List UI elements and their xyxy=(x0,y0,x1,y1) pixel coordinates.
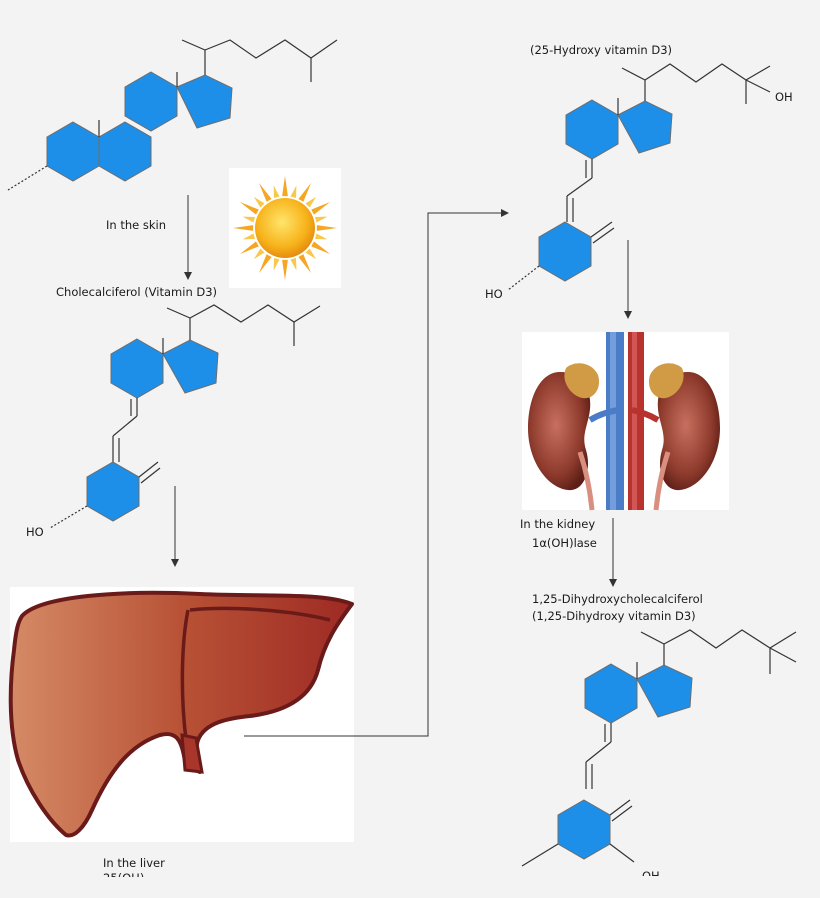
sun-ray xyxy=(259,183,272,202)
sun-ray xyxy=(311,202,330,215)
sun-ray xyxy=(315,216,328,223)
sun-ray xyxy=(316,225,337,231)
seven-dehydrocholesterol-structure xyxy=(7,39,338,191)
sun-ray xyxy=(273,185,280,198)
sun-ray xyxy=(233,225,254,231)
liver-enzyme-label-clipped: 25(OH) xyxy=(103,871,144,885)
ring-a xyxy=(557,799,611,860)
cholecalciferol-structure xyxy=(49,304,321,529)
sun-ray xyxy=(253,248,265,260)
hydroxy-d3-structure xyxy=(507,63,771,291)
ring-d xyxy=(162,339,219,394)
ring-b xyxy=(98,121,152,182)
sun-ray xyxy=(315,233,328,240)
in-liver-label: In the liver xyxy=(103,856,165,870)
sun-ray xyxy=(290,185,297,198)
sun-ray xyxy=(311,241,330,254)
ring-d xyxy=(617,100,673,154)
oh-bottom-clipped: OH xyxy=(642,869,660,883)
sun-ray xyxy=(240,202,259,215)
sun-ray xyxy=(242,233,255,240)
liver-to-hydroxy-arrow xyxy=(244,209,509,737)
sun-ray xyxy=(273,258,280,271)
sun-icon xyxy=(229,168,341,288)
ring-a xyxy=(86,461,140,522)
sun-ray xyxy=(282,176,288,197)
ring-c xyxy=(565,99,619,160)
sun-ray xyxy=(282,259,288,280)
sun-ray xyxy=(305,248,317,260)
ring-a xyxy=(538,221,592,282)
ring-a xyxy=(46,121,100,182)
oh-label-top: OH xyxy=(775,90,793,104)
ring-c xyxy=(110,338,164,399)
in-skin-label: In the skin xyxy=(106,218,166,232)
sun-ray xyxy=(259,254,272,273)
sun-ray xyxy=(242,216,255,223)
sun-ray xyxy=(298,254,311,273)
liver-icon xyxy=(8,587,354,842)
dihydroxy-name-label: 1,25-Dihydroxycholecalciferol xyxy=(532,592,703,606)
kidneys-icon xyxy=(522,332,729,511)
hydroxy-d3-label: (25-Hydroxy vitamin D3) xyxy=(530,43,672,57)
ho-label-left: HO xyxy=(26,525,44,539)
dihydroxy-d3-structure xyxy=(521,629,797,867)
oh-label-bottom: OH xyxy=(642,869,660,883)
ring-c xyxy=(124,71,178,132)
ring-c xyxy=(584,663,638,724)
ring-d xyxy=(636,664,693,718)
dihydroxy-d3-label: (1,25-Dihydroxy vitamin D3) xyxy=(532,609,696,623)
sun-ray xyxy=(253,196,265,208)
sun-ray xyxy=(305,196,317,208)
ho-label-right: HO xyxy=(485,287,503,301)
sun-ray xyxy=(240,241,259,254)
sun-ray xyxy=(290,258,297,271)
in-kidney-label: In the kidney xyxy=(520,517,595,531)
ring-d xyxy=(176,74,233,129)
cholecalciferol-label: Cholecalciferol (Vitamin D3) xyxy=(56,285,217,299)
sun-ray xyxy=(298,183,311,202)
liver-enzyme-label: 25(OH) xyxy=(103,871,144,885)
kidney-enzyme-label: 1α(OH)lase xyxy=(532,536,597,550)
